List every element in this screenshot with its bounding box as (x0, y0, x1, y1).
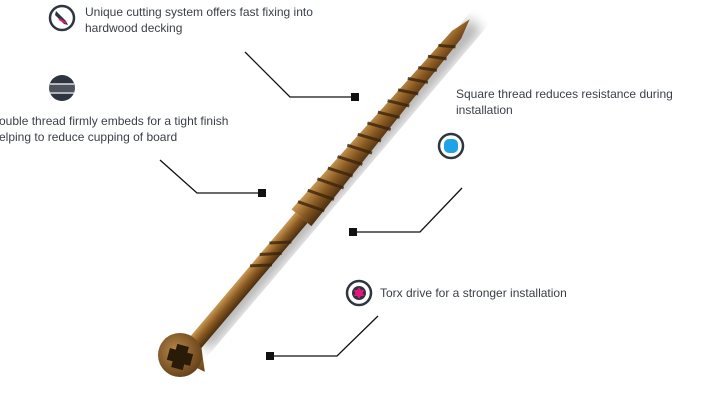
callout-text: Torx drive for a stronger installation (380, 286, 567, 300)
callout-torx-drive: Torx drive for a stronger installation (380, 285, 567, 301)
callout-cutting-system: Unique cutting system offers fast fixing… (85, 4, 313, 36)
torx-drive-icon (345, 279, 373, 307)
callout-text: hardwood decking (85, 21, 183, 35)
callout-text: Square thread reduces resistance during (456, 87, 673, 101)
leader-lines (159, 51, 463, 357)
callout-text: installation (456, 103, 513, 117)
cutting-tip-icon (48, 4, 76, 32)
double-thread-icon (49, 75, 75, 101)
leader-markers (258, 93, 359, 360)
screw-thread (249, 19, 470, 268)
torx-recess (166, 343, 194, 371)
callout-text: elping to reduce cupping of board (0, 130, 178, 144)
square-thread-icon (437, 132, 465, 160)
screw (165, 18, 482, 372)
callout-double-thread: ouble thread firmly embeds for a tight f… (0, 113, 228, 145)
callout-text: Unique cutting system offers fast fixing… (85, 5, 313, 19)
callout-square-thread: Square thread reduces resistance during … (456, 86, 673, 118)
callout-text: ouble thread firmly embeds for a tight f… (0, 114, 229, 128)
